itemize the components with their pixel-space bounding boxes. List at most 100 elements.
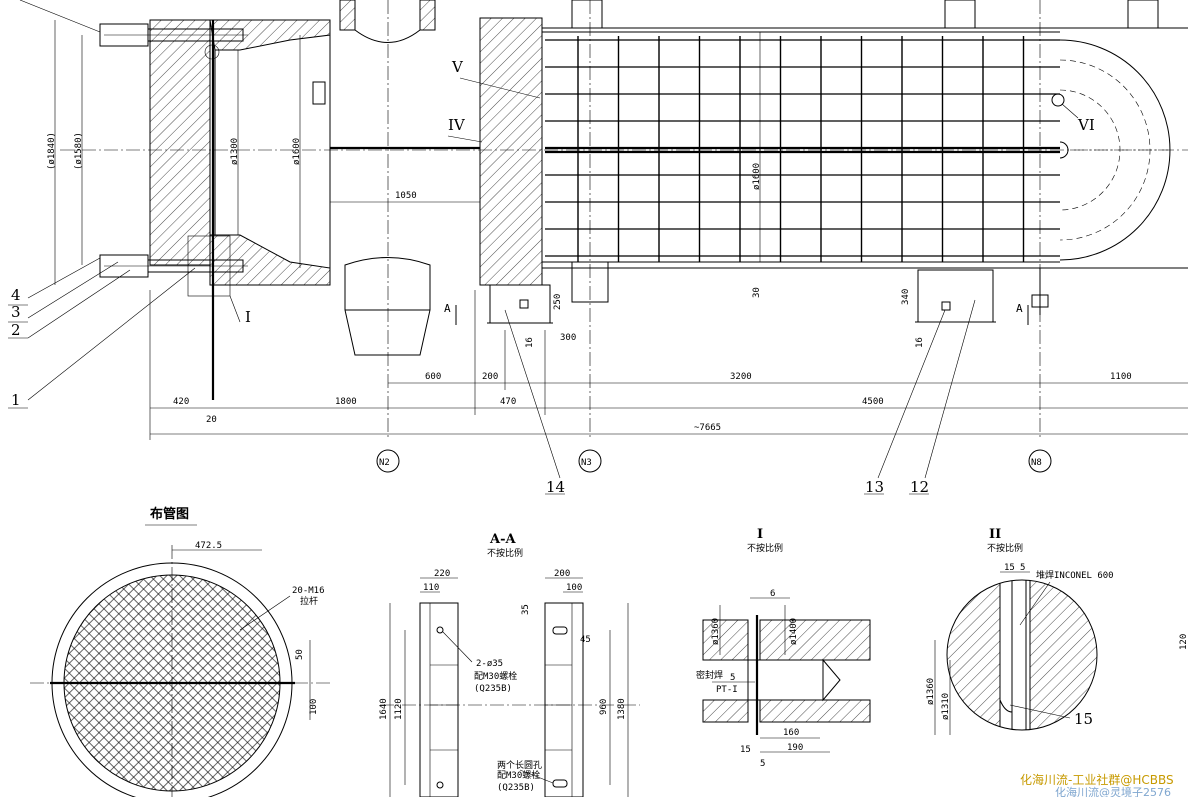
dim-16a: 16 (525, 337, 535, 348)
callout-13: 13 (865, 478, 884, 496)
dim-340: 340 (901, 289, 911, 305)
dim-470: 470 (500, 397, 516, 407)
detail-i-view: I 不按比例 ø1360 ø1400 6 密封焊 5 PT-I 160 15 1… (696, 527, 871, 769)
tie-rods-note: 拉杆 (300, 595, 318, 607)
channel-bottom-wall (209, 234, 331, 286)
tubesheet (479, 17, 543, 286)
detail-mark-iv: IV (448, 116, 466, 134)
dim-15-i: 15 (740, 745, 751, 755)
dim-6: 6 (770, 589, 775, 599)
dim-d1600a: ø1600 (292, 138, 302, 165)
part-1: 1 (11, 391, 21, 409)
saddle-left (487, 284, 553, 324)
section-aa-view: A-A 不按比例 220 110 200 100 35 45 1640 1120… (379, 532, 640, 797)
detail-mark-i: I (245, 308, 251, 326)
dim-d1300: ø1300 (230, 138, 240, 165)
pt-label: PT-I (716, 685, 738, 695)
channel-top-wall (209, 19, 331, 51)
dim-120-edge: 120 (1179, 634, 1188, 650)
main-elevation: (ø1840) (ø1580) ø1300 ø1600 ø1600 1050 3… (8, 0, 1188, 496)
section-aa-title: A-A (489, 532, 516, 547)
material-label-1: (Q235B) (474, 684, 512, 694)
watermark-line-2: 化海川流@灵境子2576 (1055, 785, 1171, 797)
dim-300: 300 (560, 333, 576, 343)
seal-weld-label: 密封焊 (696, 669, 723, 681)
dim-d1840: (ø1840) (47, 132, 57, 170)
dim-7665: ~7665 (694, 423, 721, 433)
detail-ii-title: II (989, 527, 1001, 542)
dim-d1360-i: ø1360 (711, 618, 721, 645)
dim-100: 100 (309, 699, 319, 715)
dim-d1360-ii: ø1360 (926, 678, 936, 705)
dim-1640: 1640 (379, 698, 389, 720)
part-4: 4 (11, 286, 21, 304)
material-label-2: (Q235B) (497, 783, 535, 793)
bolt-label-1: 配M30螺栓 (474, 670, 517, 682)
part-2: 2 (11, 321, 21, 339)
svg-text:N2: N2 (379, 458, 390, 468)
nozzle-bubble-n8: N8 (1028, 449, 1052, 473)
dim-220: 220 (434, 569, 450, 579)
detail-mark-vi: VI (1077, 116, 1095, 134)
dim-1380: 1380 (617, 698, 627, 720)
section-mark-a-left: A (444, 302, 451, 315)
channel-flange (149, 19, 211, 266)
detail-i-subtitle: 不按比例 (747, 542, 783, 554)
callout-14: 14 (546, 478, 565, 496)
tube-layout-title: 布管图 (150, 506, 189, 522)
detail-ii-view: II 不按比例 15 5 堆焊 INCONEL 600 ø1360 ø1310 … (926, 527, 1188, 735)
dim-250: 250 (553, 294, 563, 310)
dim-420: 420 (173, 397, 189, 407)
nozzle-n3-body (571, 261, 609, 303)
tube-layout-view: 布管图 472.5 20-M16 拉杆 50 100 (30, 506, 330, 797)
nozzle-bubble-n3: N3 (578, 449, 602, 473)
dim-160: 160 (783, 728, 799, 738)
dim-4725: 472.5 (195, 541, 222, 551)
slot-note: 两个长圆孔 (497, 759, 542, 771)
shell-nozzles-top (571, 0, 1159, 29)
dim-960: 960 (599, 699, 609, 715)
slot-holes-label: 2-ø35 (476, 659, 503, 669)
dim-190: 190 (787, 743, 803, 753)
svg-text:N3: N3 (581, 458, 592, 468)
dim-3200: 3200 (730, 372, 752, 382)
watermark-line-1: 化海川流-工业社群@HCBBS (1020, 772, 1174, 787)
dim-110: 110 (423, 583, 439, 593)
dim-30: 30 (752, 287, 762, 298)
dim-d1580: (ø1580) (74, 132, 84, 170)
dim-45: 45 (580, 635, 591, 645)
dim-200: 200 (554, 569, 570, 579)
dim-1800: 1800 (335, 397, 357, 407)
tie-rods-label: 20-M16 (292, 586, 325, 596)
dim-5-i: 5 (730, 673, 735, 683)
section-aa-subtitle: 不按比例 (487, 547, 523, 559)
inconel-label: INCONEL 600 (1054, 571, 1114, 581)
channel-nozzle-top (339, 0, 436, 31)
channel-nozzle-bottom (344, 257, 431, 356)
saddle-right (915, 269, 996, 323)
dim-35: 35 (521, 604, 531, 615)
nozzle-bubble-n2: N2 (376, 449, 400, 473)
dim-4500: 4500 (862, 397, 884, 407)
dim-d1310-ii: ø1310 (941, 693, 951, 720)
dim-200: 200 (482, 372, 498, 382)
callout-12: 12 (910, 478, 929, 496)
dim-16b: 16 (915, 337, 925, 348)
dim-5b-i: 5 (760, 759, 765, 769)
detail-mark-v: V (451, 58, 464, 76)
dim-50: 50 (295, 649, 305, 660)
dim-d1400-i: ø1400 (789, 618, 799, 645)
dim-600: 600 (425, 372, 441, 382)
callout-15: 15 (1074, 710, 1093, 728)
dim-15-ii: 15 (1004, 563, 1015, 573)
dim-5-ii: 5 (1020, 563, 1025, 573)
section-mark-a-right: A (1016, 302, 1023, 315)
bolt-label-2: 配M30螺栓 (497, 769, 540, 781)
dim-1100: 1100 (1110, 372, 1132, 382)
detail-i-title: I (757, 527, 763, 542)
dim-1120: 1120 (394, 698, 404, 720)
dim-d1600b: ø1600 (752, 163, 762, 190)
dim-1050: 1050 (395, 191, 417, 201)
dim-20: 20 (206, 415, 217, 425)
